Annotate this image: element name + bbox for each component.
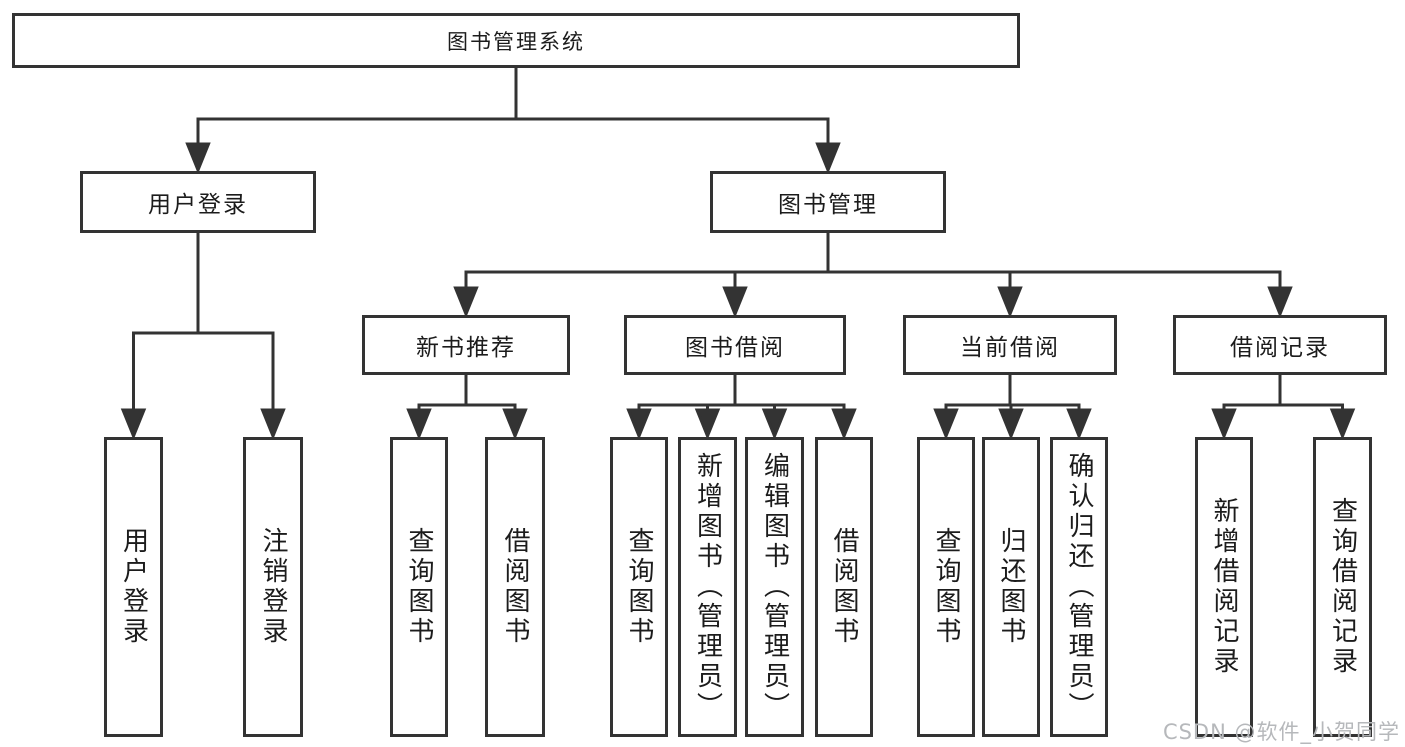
arrow-down-icon [260, 408, 286, 441]
leaf-rec-borrow-book: 借阅图书 [485, 437, 545, 737]
leaf-rec-query-book: 查询图书 [390, 437, 448, 737]
edge-book-borrow-to-leaves [626, 375, 857, 441]
csdn-watermark: CSDN @软件_小贺同学 [1162, 720, 1400, 744]
node-user-login: 用户登录 [80, 171, 316, 233]
arrow-down-icon [815, 142, 841, 175]
arrow-down-icon [453, 286, 479, 319]
arrow-down-icon [1066, 408, 1092, 441]
leaf-cb-return-book: 归还图书 [982, 437, 1040, 737]
node-book-borrowing: 图书借阅 [624, 315, 846, 375]
edge-borrow-record-to-leaves [1211, 375, 1356, 441]
edge-current-borrow-to-leaves [933, 375, 1092, 441]
edge-root-to-level2 [185, 68, 841, 175]
arrow-down-icon [406, 408, 432, 441]
arrow-down-icon [722, 286, 748, 319]
arrow-down-icon [120, 408, 147, 441]
node-current-borrowing: 当前借阅 [903, 315, 1117, 375]
arrow-down-icon [1329, 408, 1356, 441]
leaf-bb-add-book-admin: 新增图书（管理员） [678, 437, 737, 737]
edge-book-mgmt-to-level3 [453, 233, 1293, 319]
node-book-management: 图书管理 [710, 171, 946, 233]
arrow-down-icon [502, 408, 528, 441]
arrow-down-icon [1267, 286, 1293, 319]
arrow-down-icon [1211, 408, 1237, 441]
leaf-br-query-record: 查询借阅记录 [1313, 437, 1372, 737]
arrow-down-icon [694, 408, 721, 441]
edge-user-login-to-leaves [120, 233, 286, 441]
node-borrowing-records: 借阅记录 [1173, 315, 1387, 375]
leaf-bb-edit-book-admin: 编辑图书（管理员） [745, 437, 804, 737]
leaf-br-add-record: 新增借阅记录 [1195, 437, 1253, 737]
node-root-library-system: 图书管理系统 [12, 13, 1020, 68]
arrow-down-icon [626, 408, 652, 441]
arrow-down-icon [761, 408, 788, 441]
leaf-bb-borrow-book: 借阅图书 [815, 437, 873, 737]
arrow-down-icon [998, 408, 1024, 441]
arrow-down-icon [997, 286, 1023, 319]
leaf-cb-confirm-return-admin: 确认归还（管理员） [1050, 437, 1108, 737]
leaf-logout: 注销登录 [243, 437, 303, 737]
node-new-book-recommendation: 新书推荐 [362, 315, 570, 375]
leaf-user-login: 用户登录 [104, 437, 163, 737]
arrow-down-icon [185, 142, 211, 175]
leaf-bb-query-book: 查询图书 [610, 437, 668, 737]
arrow-down-icon [831, 408, 857, 441]
arrow-down-icon [933, 408, 959, 441]
leaf-cb-query-book: 查询图书 [917, 437, 975, 737]
edge-new-book-rec-to-leaves [406, 375, 528, 441]
